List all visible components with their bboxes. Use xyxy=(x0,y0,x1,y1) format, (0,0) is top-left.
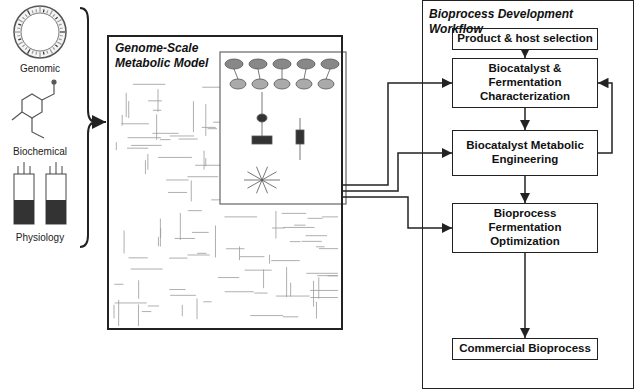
box-label: Bioprocess Fermentation Optimization xyxy=(457,207,593,248)
process-box: Biocatalyst Metabolic Engineering xyxy=(452,130,598,176)
molecule-icon xyxy=(12,80,56,138)
box-label: Biocatalyst & Fermentation Characterizat… xyxy=(457,62,593,103)
genome-icon xyxy=(14,6,66,58)
process-box: Commercial Bioprocess xyxy=(452,338,598,360)
flow-arrow xyxy=(524,108,526,130)
flow-arrow xyxy=(343,197,452,228)
icon-caption: Physiology xyxy=(4,232,76,243)
flow-arrow xyxy=(598,83,612,153)
process-box: Bioprocess Fermentation Optimization xyxy=(452,203,598,253)
flow-arrow xyxy=(524,253,526,338)
panel-heading: Bioprocess Development Workflow xyxy=(429,7,629,37)
flow-arrow xyxy=(524,50,526,58)
map-inset xyxy=(220,52,346,204)
box-label: Commercial Bioprocess xyxy=(459,342,591,356)
model-box: Genome-Scale Metabolic Model xyxy=(107,35,343,330)
brace-arrow xyxy=(96,121,106,123)
process-box: Biocatalyst & Fermentation Characterizat… xyxy=(452,58,598,108)
panel-heading: Genome-Scale Metabolic Model xyxy=(115,41,219,71)
icon-caption: Genomic xyxy=(4,63,76,74)
workflow-panel: Product & host selectionBiocatalyst & Fe… xyxy=(422,0,634,389)
brace xyxy=(80,8,96,247)
flow-arrow xyxy=(343,153,452,191)
flow-arrow xyxy=(524,176,526,203)
box-label: Biocatalyst Metabolic Engineering xyxy=(457,139,593,167)
bioreactor-icon xyxy=(14,162,66,224)
icon-caption: Biochemical xyxy=(0,146,80,157)
